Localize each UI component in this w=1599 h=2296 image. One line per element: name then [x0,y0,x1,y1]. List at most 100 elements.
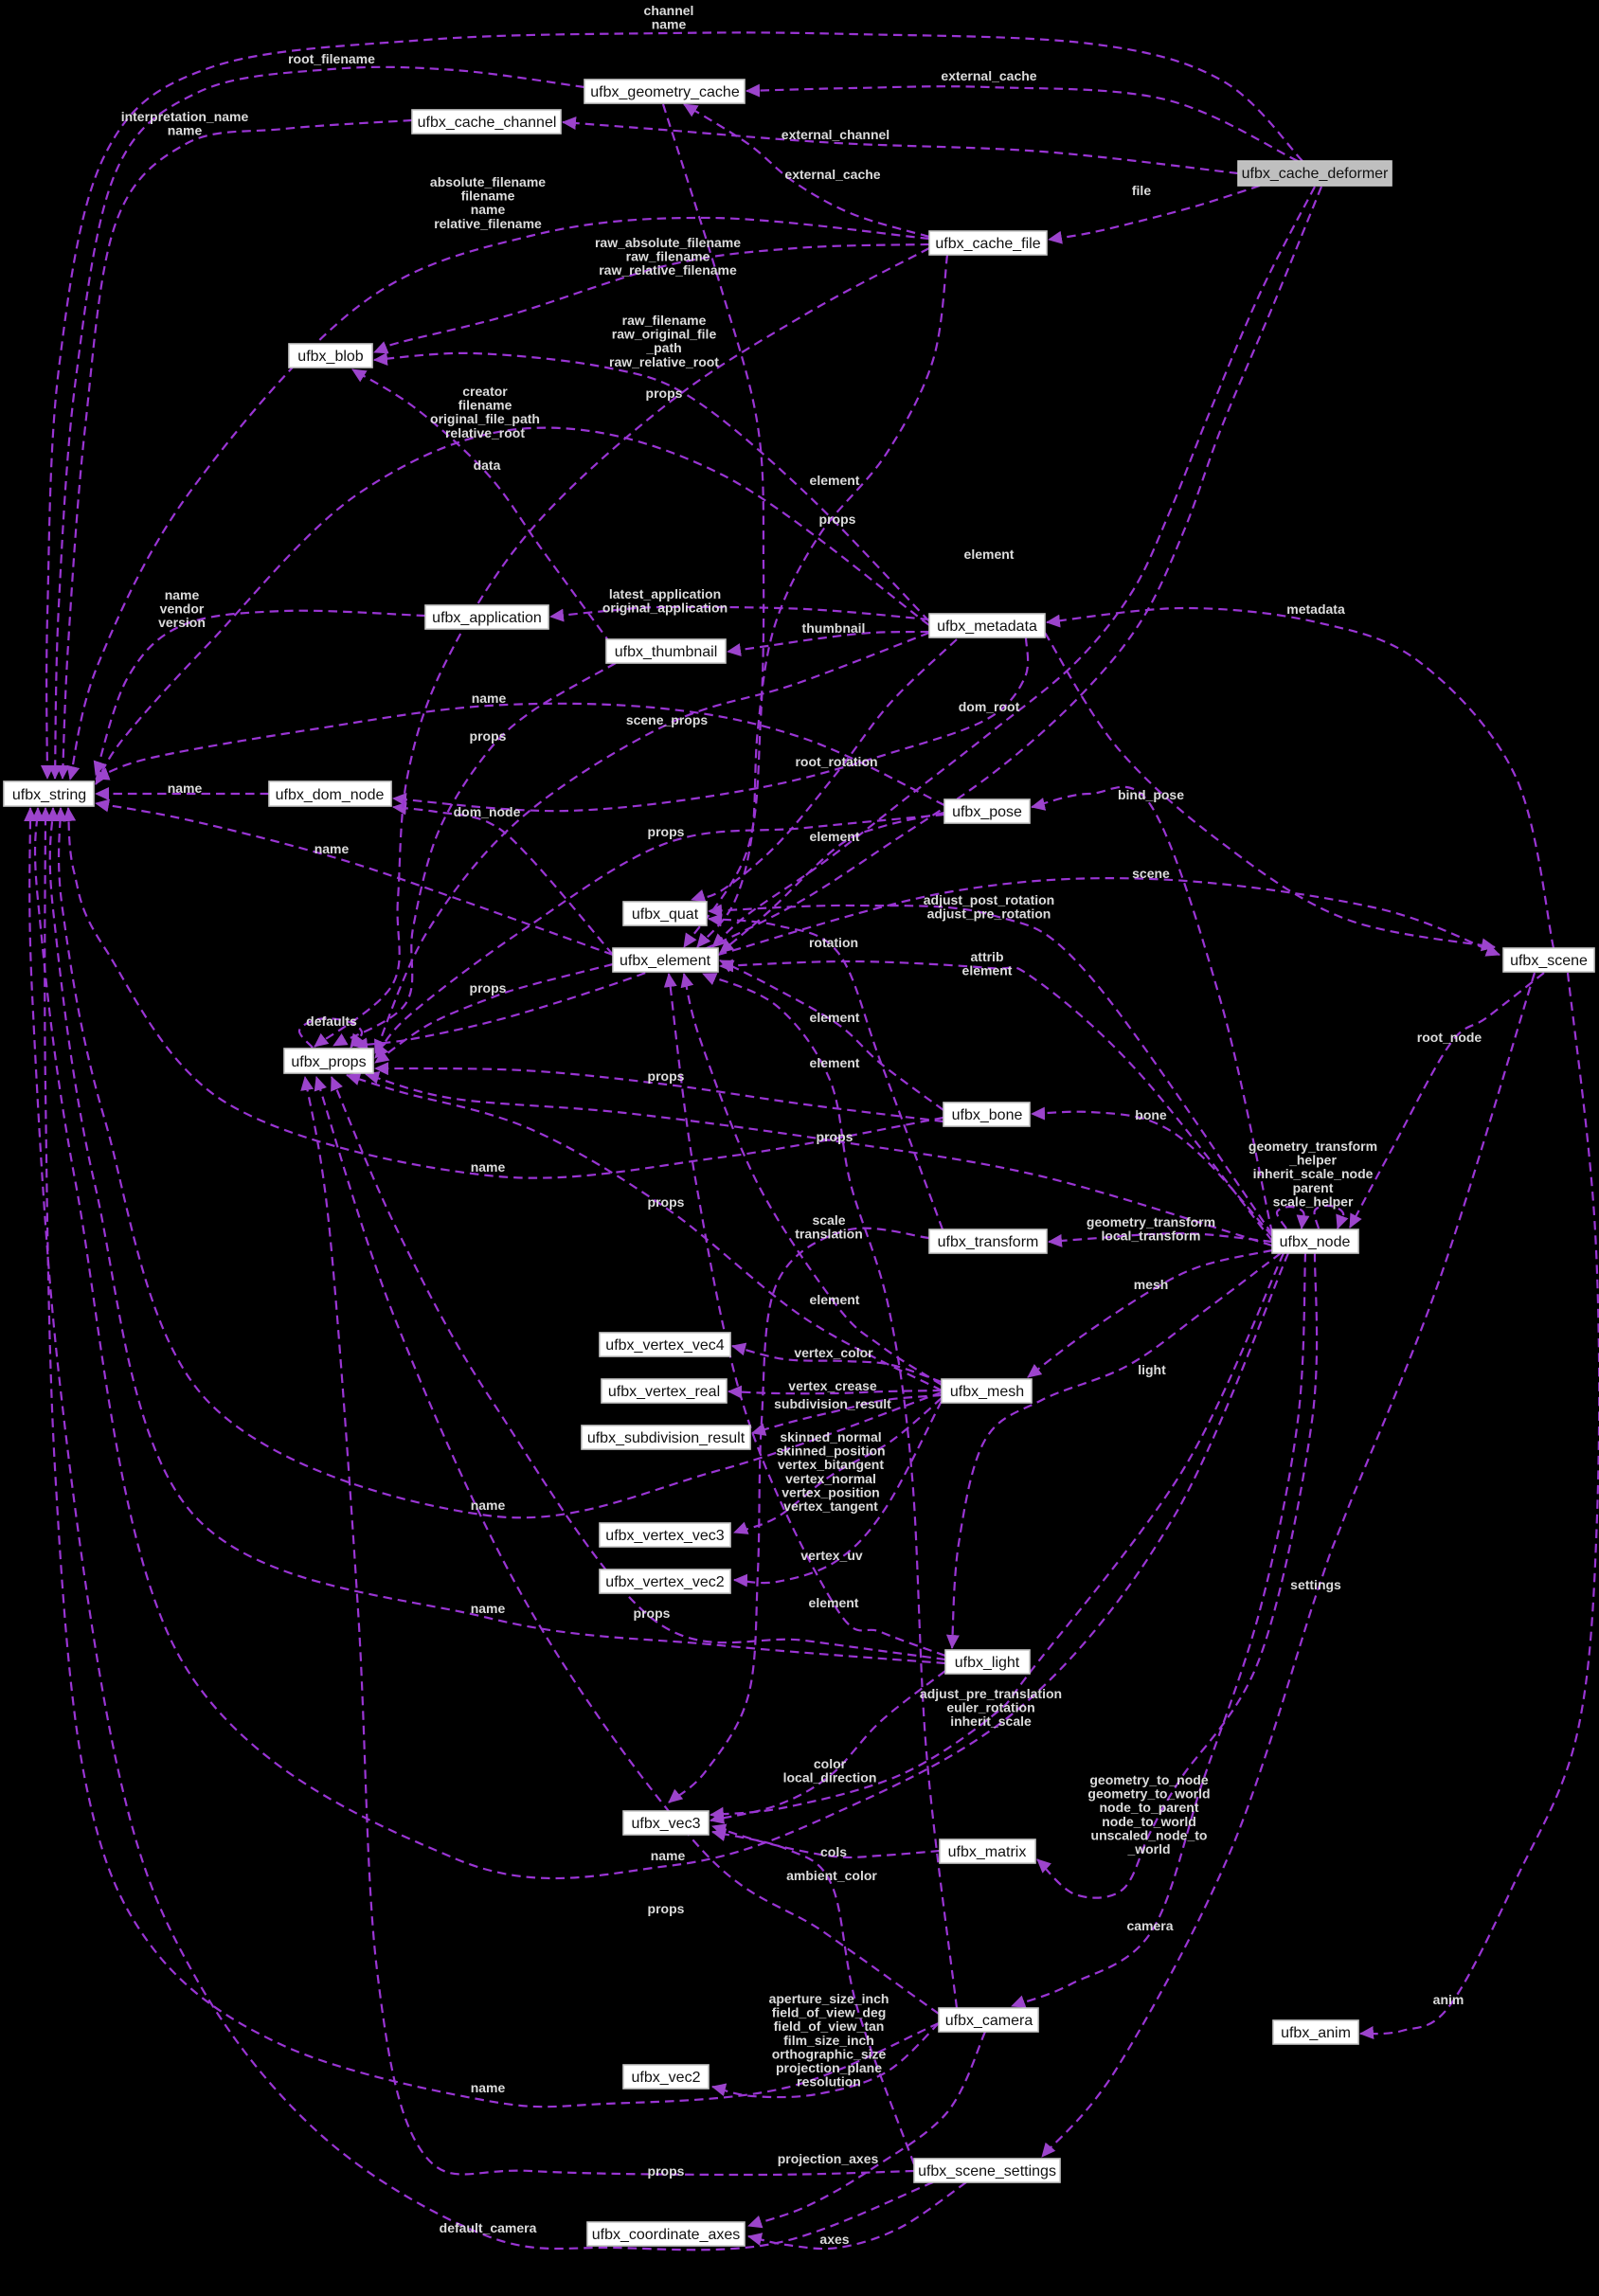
svg-text:root_filename: root_filename [288,51,375,66]
svg-text:ufbx_cache_deformer: ufbx_cache_deformer [1242,166,1389,182]
svg-text:subdivision_result: subdivision_result [774,1396,891,1411]
svg-text:ufbx_matrix: ufbx_matrix [948,1844,1027,1860]
svg-text:name: name [471,2080,506,2095]
svg-text:geometry_to_node: geometry_to_node [1089,1772,1208,1787]
svg-text:vertex_normal: vertex_normal [785,1471,876,1486]
svg-text:ufbx_blob: ufbx_blob [297,349,363,365]
svg-text:adjust_pre_translation: adjust_pre_translation [920,1686,1062,1701]
svg-text:creator: creator [462,384,508,399]
svg-text:attrib: attrib [971,949,1004,964]
svg-text:interpretation_name: interpretation_name [121,109,249,124]
svg-text:ufbx_props: ufbx_props [291,1054,366,1070]
svg-text:ufbx_dom_node: ufbx_dom_node [276,787,385,803]
svg-text:geometry_transform: geometry_transform [1087,1214,1215,1229]
svg-text:translation: translation [795,1227,863,1242]
svg-text:local_transform: local_transform [1101,1229,1200,1244]
svg-text:projection_axes: projection_axes [778,2151,879,2166]
svg-text:props: props [648,1194,685,1210]
svg-text:name: name [651,1848,686,1863]
svg-text:raw_absolute_filename: raw_absolute_filename [595,235,741,250]
svg-text:version: version [158,615,206,630]
svg-text:ufbx_string: ufbx_string [12,787,86,803]
svg-text:raw_filename: raw_filename [626,249,710,264]
svg-text:thumbnail: thumbnail [802,620,866,636]
svg-text:orthographic_size: orthographic_size [772,2046,887,2061]
svg-text:channel: channel [644,3,694,18]
svg-text:axes: axes [819,2232,849,2247]
svg-text:ufbx_subdivision_result: ufbx_subdivision_result [587,1430,746,1446]
svg-text:ufbx_node: ufbx_node [1280,1234,1351,1250]
svg-text:ufbx_light: ufbx_light [955,1655,1020,1671]
svg-text:props: props [648,824,685,839]
svg-text:ufbx_vertex_vec4: ufbx_vertex_vec4 [605,1337,725,1354]
svg-text:_world: _world [1126,1841,1170,1857]
svg-text:scale: scale [812,1212,845,1228]
svg-text:root_rotation: root_rotation [795,754,877,769]
svg-text:root_node: root_node [1417,1030,1482,1045]
svg-text:ufbx_coordinate_axes: ufbx_coordinate_axes [592,2227,741,2243]
svg-text:skinned_position: skinned_position [776,1444,885,1459]
svg-text:name: name [471,1601,506,1616]
svg-text:vertex_bitangent: vertex_bitangent [778,1457,884,1472]
svg-text:ufbx_cache_file: ufbx_cache_file [935,236,1040,252]
svg-text:ufbx_vec3: ufbx_vec3 [632,1816,701,1832]
svg-text:field_of_view_deg: field_of_view_deg [772,2005,887,2020]
svg-text:raw_filename: raw_filename [622,313,707,328]
svg-text:parent: parent [1293,1180,1334,1195]
svg-text:settings: settings [1290,1577,1341,1592]
svg-text:field_of_view_tan: field_of_view_tan [774,2018,885,2034]
svg-text:name: name [165,587,200,602]
svg-text:name: name [471,202,506,217]
svg-text:color: color [814,1756,847,1771]
svg-text:vertex_crease: vertex_crease [788,1378,877,1393]
svg-text:dom_root: dom_root [959,699,1020,714]
svg-text:props: props [470,728,507,744]
svg-text:bone: bone [1135,1107,1167,1122]
svg-text:projection_plane: projection_plane [776,2060,882,2075]
svg-text:name: name [168,123,203,138]
svg-text:ufbx_vec2: ufbx_vec2 [632,2070,701,2086]
svg-text:camera: camera [1126,1918,1173,1933]
svg-text:node_to_world: node_to_world [1102,1814,1196,1829]
svg-text:props: props [648,1901,685,1916]
svg-text:ufbx_thumbnail: ufbx_thumbnail [615,644,718,660]
svg-text:ufbx_camera: ufbx_camera [945,2013,1033,2029]
svg-text:name: name [471,1159,506,1175]
svg-text:skinned_normal: skinned_normal [780,1429,881,1444]
svg-text:ufbx_scene: ufbx_scene [1510,953,1588,969]
svg-text:geometry_transform: geometry_transform [1249,1139,1377,1154]
svg-text:props: props [648,2163,685,2179]
svg-text:props: props [470,980,507,996]
svg-text:_helper: _helper [1288,1153,1337,1168]
svg-text:name: name [471,1498,506,1513]
svg-text:local_direction: local_direction [783,1770,877,1785]
svg-text:element: element [809,1595,859,1610]
svg-text:node_to_parent: node_to_parent [1099,1800,1198,1815]
svg-text:scene: scene [1132,866,1170,881]
svg-text:original_file_path: original_file_path [430,411,540,426]
svg-text:props: props [646,386,683,401]
svg-text:euler_rotation: euler_rotation [946,1700,1034,1715]
svg-text:ufbx_bone: ufbx_bone [952,1107,1023,1123]
svg-text:ufbx_metadata: ufbx_metadata [937,619,1037,635]
svg-text:resolution: resolution [797,2074,861,2090]
svg-text:vertex_tangent: vertex_tangent [783,1498,878,1514]
svg-text:vertex_color: vertex_color [794,1345,873,1360]
svg-text:anim: anim [1433,1992,1464,2007]
svg-text:absolute_filename: absolute_filename [430,174,546,189]
svg-text:inherit_scale_node: inherit_scale_node [1253,1166,1374,1181]
svg-text:element: element [810,829,860,844]
svg-text:aperture_size_inch: aperture_size_inch [769,1991,889,2006]
svg-text:relative_filename: relative_filename [434,216,542,231]
svg-text:original_application: original_application [602,601,728,616]
svg-text:ufbx_anim: ufbx_anim [1281,2025,1351,2041]
svg-text:ufbx_cache_channel: ufbx_cache_channel [418,115,557,131]
svg-text:props: props [817,1129,853,1144]
svg-text:vendor: vendor [160,601,205,617]
svg-text:defaults: defaults [306,1013,357,1029]
svg-text:name: name [472,691,507,706]
svg-text:inherit_scale: inherit_scale [950,1713,1032,1729]
svg-text:props: props [634,1605,671,1621]
svg-text:name: name [314,841,350,856]
svg-text:props: props [648,1068,685,1084]
